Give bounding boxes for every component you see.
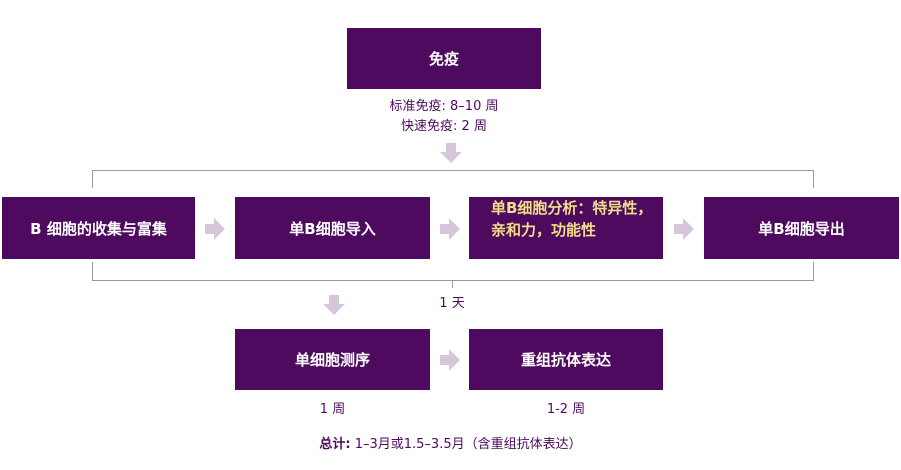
- flow-duration: 1 天: [439, 296, 465, 311]
- single-b-cell-export-label: 单B细胞导出: [758, 219, 845, 238]
- top-bracket-left: [92, 170, 93, 188]
- analysis-label-line2: 亲和力，功能性: [491, 221, 597, 239]
- immunize-title: 免疫: [428, 50, 459, 68]
- single-b-cell-export-box: 单B细胞导出: [704, 197, 899, 259]
- expression-duration: 1-2 周: [546, 402, 586, 417]
- top-bracket-right: [813, 170, 814, 188]
- right-arrow-icon: [440, 218, 460, 240]
- down-arrow-icon: [323, 295, 345, 315]
- single-cell-sequencing-box: 单细胞测序: [235, 329, 430, 390]
- recombinant-antibody-expression-label: 重组抗体表达: [520, 351, 611, 369]
- b-cell-collection-box: B 细胞的收集与富集: [2, 197, 195, 259]
- right-arrow-icon: [674, 218, 694, 240]
- bottom-bracket: [92, 280, 814, 281]
- analysis-label-line1: 单B细胞分析：特异性，: [491, 199, 653, 217]
- sequencing-duration: 1 周: [319, 402, 346, 417]
- fast-immunize-duration: 快速免疫: 2 周: [401, 119, 487, 134]
- right-arrow-icon: [440, 349, 460, 371]
- down-arrow-icon: [440, 143, 462, 163]
- total-label: 总计:: [319, 437, 351, 452]
- total-summary: 总计: 1–3月或1.5–3.5月（含重组抗体表达）: [0, 433, 901, 452]
- bottom-bracket-left: [92, 262, 93, 281]
- recombinant-antibody-expression-box: 重组抗体表达: [469, 329, 663, 390]
- immunize-box: 免疫: [347, 28, 541, 89]
- single-b-cell-analysis-box: 单B细胞分析：特异性， 亲和力，功能性: [469, 197, 663, 259]
- single-b-cell-import-box: 单B细胞导入: [235, 197, 430, 259]
- single-b-cell-import-label: 单B细胞导入: [289, 219, 376, 238]
- total-value: 1–3月或1.5–3.5月（含重组抗体表达）: [350, 437, 582, 452]
- single-cell-sequencing-label: 单细胞测序: [294, 351, 370, 369]
- standard-immunize-duration: 标准免疫: 8–10 周: [389, 99, 499, 114]
- bottom-bracket-right: [813, 262, 814, 281]
- right-arrow-icon: [205, 218, 225, 240]
- top-bracket: [92, 170, 814, 171]
- b-cell-collection-label: B 细胞的收集与富集: [30, 219, 167, 238]
- bottom-bracket-tick: [452, 280, 453, 288]
